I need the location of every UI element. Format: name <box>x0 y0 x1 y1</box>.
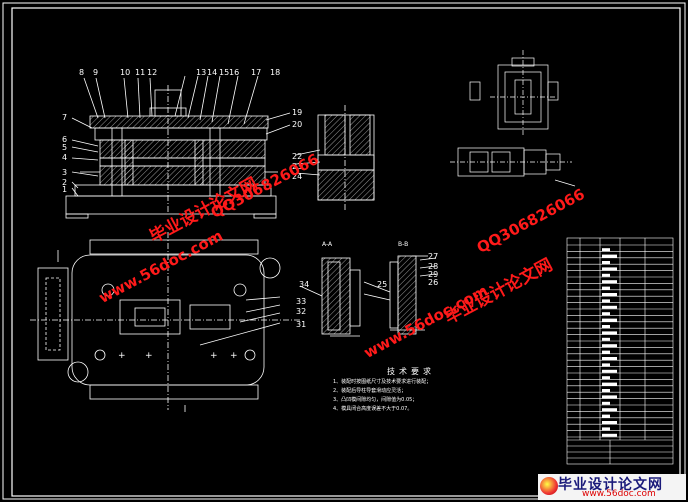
table-cell-text-mark <box>602 331 617 335</box>
svg-text:+: + <box>118 351 126 361</box>
table-cell-text-mark <box>602 273 610 277</box>
table-cell-text-mark <box>602 401 610 405</box>
part-number-19: 19 <box>292 108 303 117</box>
tech-note-1: 1、装配时按图纸尺寸及技术要求进行装配； <box>333 379 432 385</box>
part-number-32: 32 <box>296 307 307 316</box>
table-cell-text-mark <box>602 344 617 348</box>
tech-requirements-title: 技术要求 <box>387 367 435 376</box>
part-number-9: 9 <box>93 68 99 77</box>
part-number-23: 23 <box>292 162 303 171</box>
part-number-12: 12 <box>147 68 158 77</box>
part-number-25: 25 <box>377 280 388 289</box>
table-cell-text-mark <box>602 337 610 341</box>
table-cell-text-mark <box>602 318 617 322</box>
table-cell-text-mark <box>602 286 610 290</box>
part-number-28: 28 <box>428 262 439 271</box>
table-cell-text-mark <box>602 369 617 373</box>
table-cell-text-mark <box>602 267 617 271</box>
part-number-4: 4 <box>62 153 68 162</box>
part-number-26: 26 <box>428 278 439 287</box>
part-number-14: 14 <box>207 68 218 77</box>
inner-frame <box>11 7 681 497</box>
svg-text:+: + <box>230 351 238 361</box>
table-cell-text-mark <box>602 408 617 412</box>
banner-title: 毕业设计论文网 <box>558 477 663 493</box>
part-number-24: 24 <box>292 172 303 181</box>
table-cell-text-mark <box>602 433 617 437</box>
table-cell-text-mark <box>602 421 617 424</box>
table-cell-text-mark <box>602 325 610 328</box>
section-label-a-a: A-A <box>322 241 333 248</box>
part-number-18: 18 <box>270 68 281 77</box>
main-front-view <box>65 75 291 219</box>
part-number-5: 5 <box>62 143 68 152</box>
part-number-2: 2 <box>62 178 68 187</box>
table-cell-text-mark <box>602 427 610 431</box>
site-banner: 毕业设计论文网 www.56doc.com <box>538 474 686 500</box>
table-cell-text-mark <box>602 299 610 303</box>
part-number-34: 34 <box>299 280 310 289</box>
part-number-16: 16 <box>229 68 240 77</box>
banner-url: www.56doc.com <box>582 489 656 499</box>
tech-note-4: 4、模具闭合高度误差不大于0.07。 <box>333 406 413 412</box>
part-number-13: 13 <box>196 68 207 77</box>
part-number-8: 8 <box>79 68 85 77</box>
part-number-7: 7 <box>62 113 68 122</box>
part-number-3: 3 <box>62 168 68 177</box>
table-cell-text-mark <box>602 357 617 360</box>
section-views <box>299 255 437 337</box>
table-cell-text-mark <box>602 248 610 252</box>
table-cell-text-mark <box>602 254 617 258</box>
table-cell-text-mark <box>602 363 610 367</box>
svg-text:+: + <box>145 351 153 361</box>
part-number-27: 27 <box>428 252 439 261</box>
side-section-view <box>295 105 375 210</box>
part-number-11: 11 <box>135 68 146 77</box>
part-number-17: 17 <box>251 68 262 77</box>
parts-list-table <box>566 237 674 465</box>
tech-note-3: 3、凸凹模间隙均匀，间隙值为0.05； <box>333 397 418 403</box>
part-number-29: 29 <box>428 270 439 279</box>
table-cell-text-mark <box>602 376 610 380</box>
part-number-22: 22 <box>292 152 303 161</box>
svg-text:+: + <box>210 351 218 361</box>
table-cell-text-mark <box>602 305 617 309</box>
table-cell-text-mark <box>602 350 610 354</box>
table-cell-text-mark <box>602 280 617 284</box>
site-logo-icon <box>540 477 558 495</box>
shaft-detail-view <box>450 147 576 187</box>
section-label-b-b: B-B <box>398 241 409 248</box>
part-number-20: 20 <box>292 120 303 129</box>
part-number-10: 10 <box>120 68 131 77</box>
table-cell-text-mark <box>602 395 617 399</box>
part-number-15: 15 <box>219 68 230 77</box>
plan-view: + + + + <box>30 232 300 412</box>
table-cell-text-mark <box>602 312 610 316</box>
table-cell-text-mark <box>602 414 610 418</box>
tech-note-2: 2、装配后导柱导套滑动应灵活； <box>333 388 407 394</box>
part-number-1: 1 <box>62 185 68 194</box>
table-cell-text-mark <box>602 389 610 392</box>
part-number-31: 31 <box>296 320 307 329</box>
punch-detail-view <box>469 50 559 135</box>
table-cell-text-mark <box>602 261 610 264</box>
part-number-33: 33 <box>296 297 307 306</box>
table-cell-text-mark <box>602 382 617 386</box>
table-cell-text-mark <box>602 293 617 296</box>
part-number-6: 6 <box>62 135 68 144</box>
